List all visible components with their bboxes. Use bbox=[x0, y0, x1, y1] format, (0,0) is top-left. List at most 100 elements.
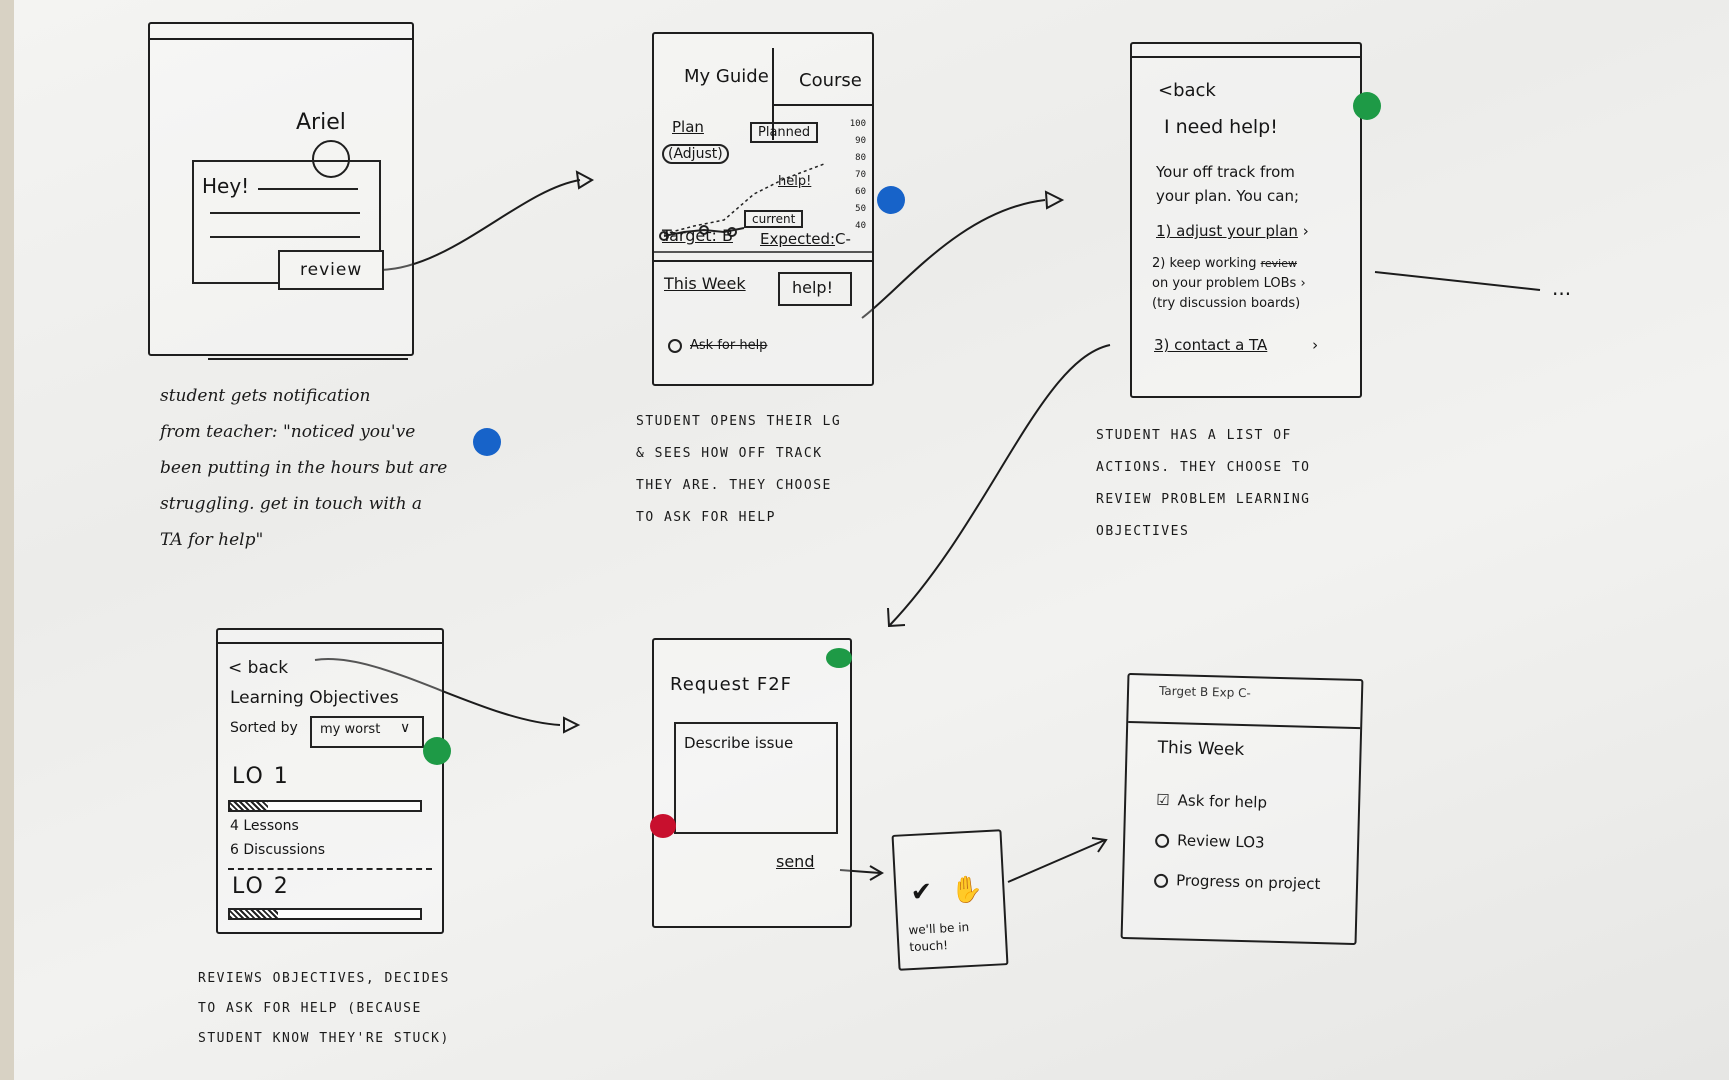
item-divider bbox=[228, 868, 432, 870]
arrow-1-to-2 bbox=[377, 179, 581, 271]
arrow-3-to-4 bbox=[889, 344, 1111, 626]
chevron-right-icon: › bbox=[1302, 222, 1309, 240]
objective-lo1-title[interactable]: LO 1 bbox=[232, 764, 290, 789]
back-link[interactable]: < back bbox=[228, 658, 289, 678]
adjust-link[interactable]: (Adjust) bbox=[662, 144, 729, 164]
header-summary: Target B Exp C- bbox=[1158, 683, 1252, 701]
help-button[interactable]: help! bbox=[778, 272, 852, 306]
discussions-count[interactable]: 6 Discussions bbox=[230, 842, 326, 858]
option-label: (try discussion boards) bbox=[1152, 296, 1301, 311]
screen-need-help: <back I need help! Your off track from y… bbox=[1130, 42, 1362, 398]
toast-message: we'll be in touch! bbox=[908, 919, 970, 956]
confirmation-toast: ✔ ✋ we'll be in touch! bbox=[891, 829, 1009, 971]
current-label: current bbox=[744, 210, 804, 228]
teacher-name: Ariel bbox=[296, 110, 346, 135]
caption-line: THEY ARE. THEY CHOOSE bbox=[636, 478, 832, 493]
option-contact-ta[interactable]: 3) contact a TA › bbox=[1154, 336, 1318, 354]
option-adjust-plan[interactable]: 1) adjust your plan › bbox=[1156, 222, 1309, 240]
blue-sticker-dot bbox=[473, 428, 501, 456]
intro-line: your plan. You can; bbox=[1156, 187, 1300, 205]
task-ask-for-help[interactable]: ☑ Ask for help bbox=[1156, 780, 1323, 824]
option-keep-working[interactable]: 2) keep working review on your problem L… bbox=[1152, 254, 1306, 314]
describe-issue-textarea[interactable]: Describe issue bbox=[674, 722, 838, 834]
caption-step-4: REVIEWS OBJECTIVES, DECIDES TO ASK FOR H… bbox=[198, 964, 450, 1054]
tab-underline bbox=[772, 104, 872, 106]
this-week-heading: This Week bbox=[1157, 737, 1245, 761]
caption-line: student gets notification bbox=[160, 386, 371, 406]
caption-line: been putting in the hours but are bbox=[160, 458, 448, 478]
arrowhead-5 bbox=[869, 865, 884, 881]
toast-line: touch! bbox=[909, 938, 949, 955]
task-label: Review LO3 bbox=[1176, 831, 1265, 852]
header-divider bbox=[1128, 720, 1361, 730]
ellipsis-continuation: ... bbox=[1552, 276, 1572, 300]
caption-line: OBJECTIVES bbox=[1096, 524, 1190, 539]
caption-line: STUDENT HAS A LIST OF bbox=[1096, 428, 1292, 443]
chevron-right-icon: › bbox=[1300, 276, 1306, 291]
task-review-lo3[interactable]: Review LO3 bbox=[1154, 820, 1322, 864]
task-checkbox[interactable] bbox=[1154, 833, 1170, 848]
intro-text: Your off track from your plan. You can; bbox=[1156, 160, 1299, 208]
target-value: B bbox=[721, 226, 733, 245]
struck-word: review bbox=[1260, 257, 1298, 270]
task-label: Ask for help bbox=[1177, 791, 1268, 812]
caption-line: struggling. get in touch with a bbox=[160, 494, 423, 514]
review-button[interactable]: review bbox=[278, 250, 384, 290]
target-label: Target: B bbox=[662, 226, 733, 245]
arrow-3-out bbox=[1374, 271, 1541, 291]
task-label: Ask for help bbox=[690, 338, 768, 353]
task-checkbox[interactable] bbox=[668, 338, 682, 353]
chart-point bbox=[727, 227, 737, 237]
axis-tick: 70 bbox=[855, 170, 866, 180]
message-line bbox=[210, 212, 360, 214]
tab-divider bbox=[772, 48, 774, 140]
planned-line bbox=[663, 163, 825, 235]
expected-label: Expected:C- bbox=[760, 230, 851, 248]
screen-notification: Ariel Hey! review bbox=[148, 22, 414, 360]
axis-tick: 80 bbox=[855, 153, 866, 163]
arrow-5-to-toast bbox=[839, 869, 881, 874]
help-marker-label: help! bbox=[778, 174, 812, 189]
objective-lo1-progress bbox=[228, 800, 422, 812]
caption-line: TO ASK FOR HELP (BECAUSE bbox=[198, 1001, 422, 1016]
task-ask-for-help[interactable]: Ask for help bbox=[668, 338, 767, 353]
message-greeting: Hey! bbox=[202, 174, 250, 198]
axis-tick: 60 bbox=[855, 187, 866, 197]
section-divider bbox=[654, 260, 872, 262]
axis-tick: 90 bbox=[855, 136, 866, 146]
blue-sticker-dot bbox=[877, 186, 905, 214]
check-icon: ✔ bbox=[909, 876, 934, 909]
back-link[interactable]: <back bbox=[1158, 80, 1216, 101]
option-label: on your problem LOBs bbox=[1152, 276, 1297, 291]
send-button[interactable]: send bbox=[776, 852, 815, 871]
arrowhead-3 bbox=[887, 607, 906, 628]
page-title: Learning Objectives bbox=[230, 688, 399, 708]
arrowhead-4 bbox=[563, 716, 581, 734]
caption-line: STUDENT KNOW THEY'RE STUCK) bbox=[198, 1031, 450, 1046]
task-progress-project[interactable]: Progress on project bbox=[1153, 860, 1321, 904]
arrow-4-out bbox=[314, 658, 561, 726]
axis-tick: 100 bbox=[849, 119, 866, 129]
lessons-count[interactable]: 4 Lessons bbox=[230, 818, 299, 834]
plan-label: Plan bbox=[672, 118, 704, 136]
arrowhead-6 bbox=[1091, 837, 1108, 853]
sort-value: my worst bbox=[320, 722, 381, 737]
review-button-label: review bbox=[300, 260, 363, 280]
tab-course[interactable]: Course bbox=[799, 70, 862, 91]
caption-step-1: student gets notification from teacher: … bbox=[160, 378, 447, 558]
green-sticker-dot bbox=[826, 648, 852, 668]
objective-lo2-progress bbox=[228, 908, 422, 920]
task-checkbox[interactable] bbox=[1153, 873, 1169, 888]
caption-line: & SEES HOW OFF TRACK bbox=[636, 446, 823, 461]
checked-circle-icon[interactable]: ☑ bbox=[1155, 790, 1170, 810]
tab-my-guide[interactable]: My Guide bbox=[684, 66, 769, 87]
objective-lo2-title[interactable]: LO 2 bbox=[232, 874, 290, 899]
screen-learning-objectives: < back Learning Objectives Sorted by my … bbox=[216, 628, 444, 934]
current-line bbox=[663, 227, 745, 237]
status-bar-line bbox=[218, 642, 442, 644]
axis-tick: 50 bbox=[855, 204, 866, 214]
avatar bbox=[312, 140, 350, 178]
option-label: 2) keep working bbox=[1152, 256, 1257, 271]
sort-dropdown[interactable]: my worst ∨ bbox=[310, 716, 424, 748]
